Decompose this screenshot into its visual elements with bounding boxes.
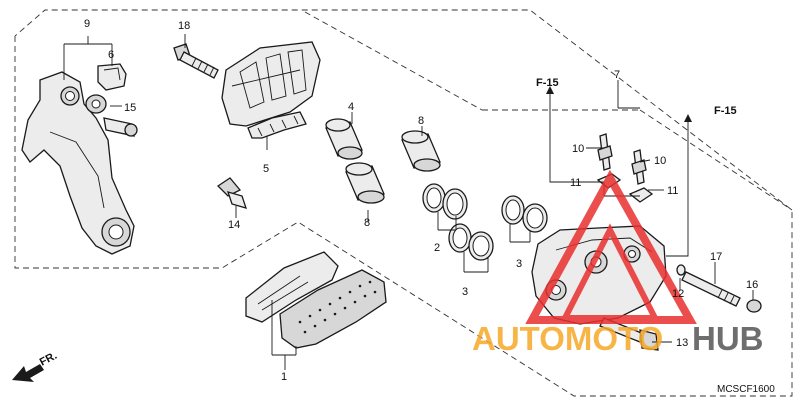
callout-11-left: 11: [570, 177, 581, 189]
ref-label-right: F-15: [714, 105, 737, 117]
dashed-diagonal-upper: [304, 11, 483, 111]
caliper-body-upper: [221, 41, 321, 127]
front-arrow-icon: [12, 364, 44, 382]
front-label: FR.: [38, 350, 59, 369]
piston-seal-set-3b: [501, 195, 548, 233]
pad-spring-clip: [97, 63, 127, 91]
brake-pad-set: [245, 251, 387, 349]
pad-pin-17: [681, 271, 741, 307]
callout-17: 17: [710, 251, 722, 263]
watermark-logo: AUTOMOTO HUB: [472, 169, 764, 357]
piston-seal-set-2: [422, 183, 468, 220]
piston-8-lower: [345, 162, 385, 204]
dashed-diagonal-right: [639, 109, 793, 211]
piston-seal-set-3a: [448, 223, 494, 261]
callout-10-right: 10: [654, 155, 666, 167]
callout-8-upper: 8: [418, 115, 424, 127]
callout-11-right: 11: [667, 185, 678, 197]
callout-5: 5: [263, 163, 269, 175]
callout-10-left: 10: [572, 143, 584, 155]
bleeder-valve-right: [631, 149, 647, 185]
pin-boot: [85, 94, 107, 114]
pin-plug-16: [746, 299, 762, 313]
piston-8-upper: [401, 130, 441, 172]
leader-lines: [63, 34, 754, 370]
caliper-bracket: [21, 71, 135, 255]
callout-1: 1: [281, 371, 287, 383]
diagram-code: MCSCF1600: [717, 384, 775, 395]
bleeder-screw-14: [216, 177, 248, 209]
bleeder-valve-left: [597, 133, 613, 171]
pad-spring: [247, 111, 307, 139]
ref-arrow-right: [684, 114, 692, 122]
callout-3-left: 3: [462, 286, 468, 298]
callout-12: 12: [672, 288, 684, 300]
callout-3-right: 3: [516, 258, 522, 270]
ref-arrow-left: [546, 86, 554, 94]
callout-14: 14: [228, 219, 240, 231]
callout-2: 2: [434, 242, 440, 254]
watermark-text-hub: HUB: [692, 320, 764, 357]
callout-18: 18: [178, 20, 190, 32]
front-direction-indicator: FR.: [12, 350, 59, 382]
callout-4: 4: [348, 101, 354, 113]
callout-7: 7: [614, 69, 620, 81]
callout-8-lower: 8: [364, 217, 370, 229]
piston-4: [325, 118, 363, 160]
bracket-pin: [103, 117, 138, 137]
callout-9: 9: [84, 18, 90, 30]
callout-6: 6: [108, 49, 114, 61]
washer-12: [676, 264, 686, 276]
callout-15: 15: [124, 102, 136, 114]
dashed-frame: [14, 9, 793, 397]
callout-16: 16: [746, 279, 758, 291]
ref-label-left: F-15: [536, 77, 559, 89]
bleeder-cap-right: [628, 187, 654, 203]
watermark-text-main: AUTOMOTO: [472, 320, 663, 357]
pad-pin-bolt: [173, 43, 219, 79]
callout-13: 13: [676, 337, 688, 349]
